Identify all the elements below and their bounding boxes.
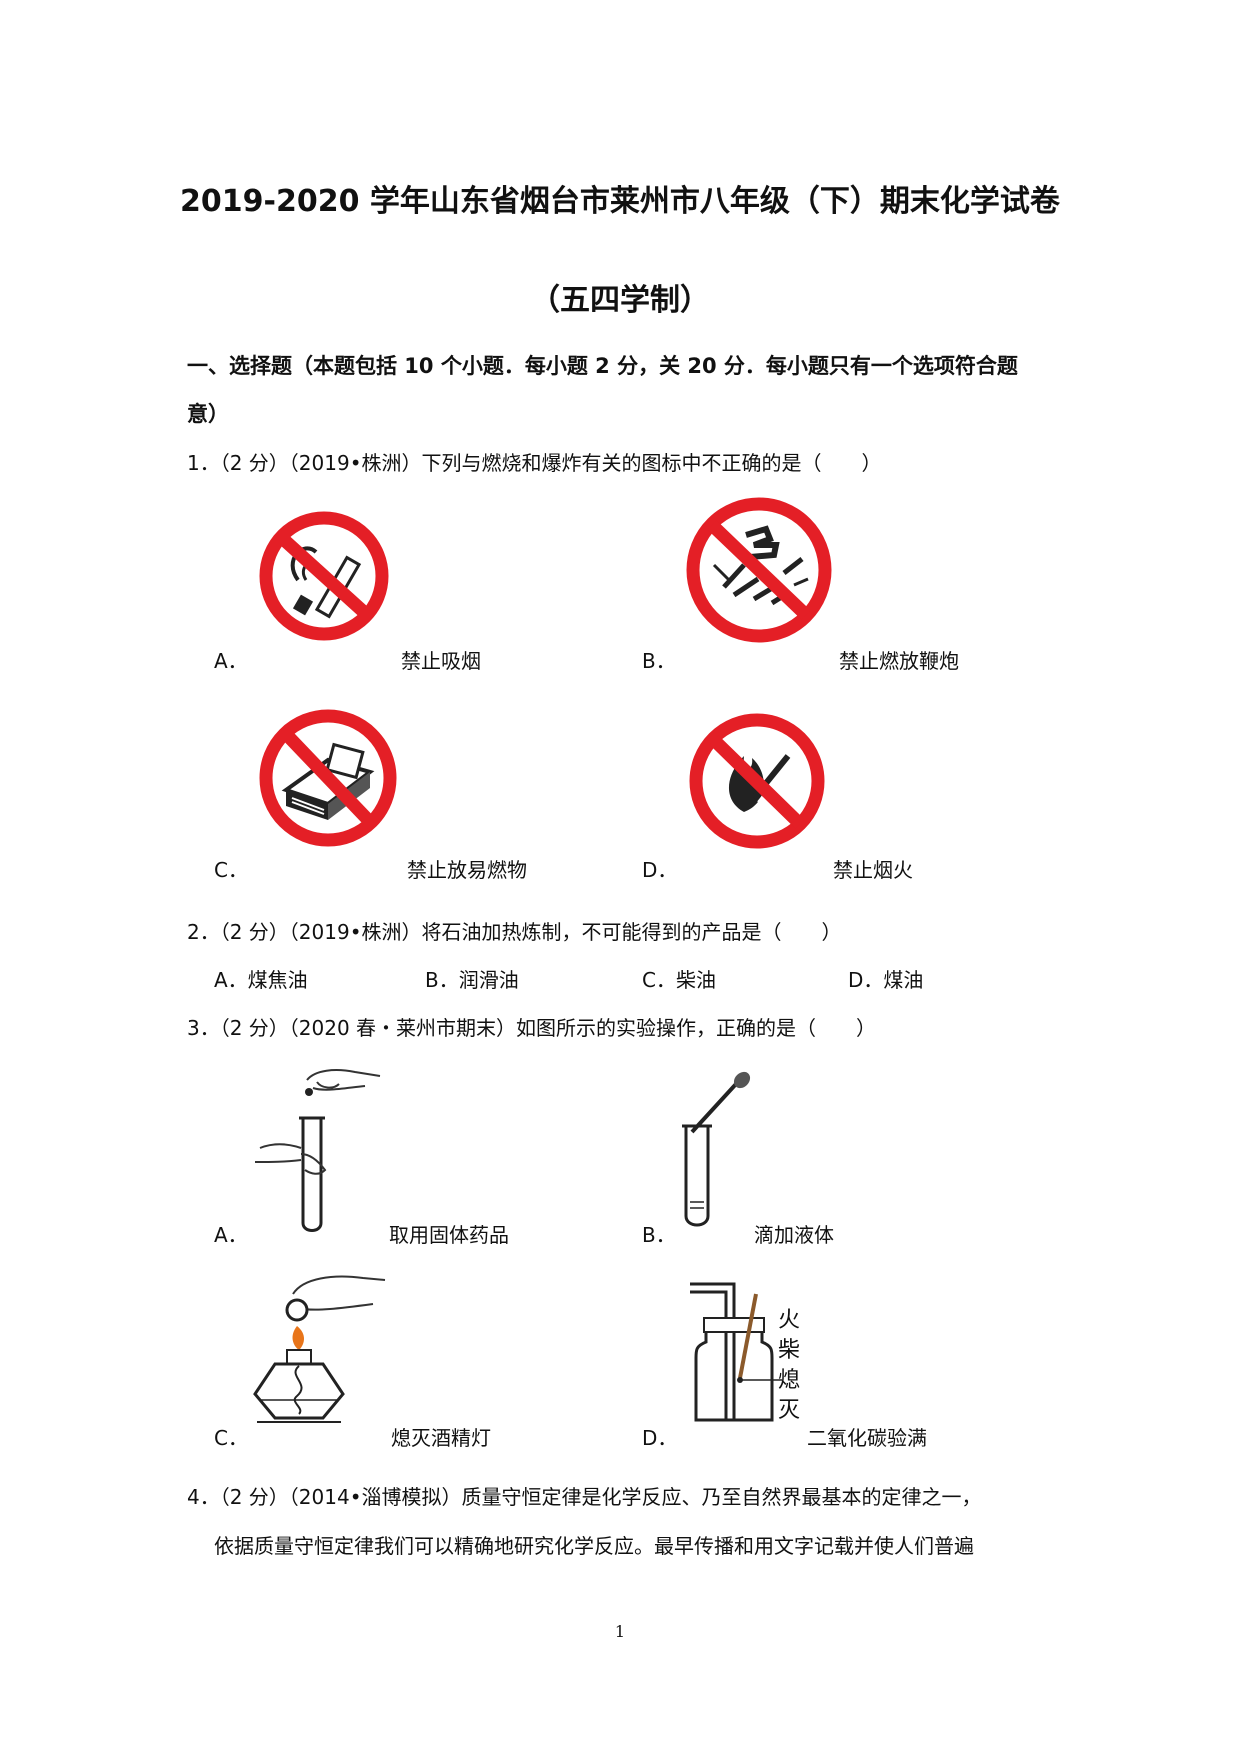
section-heading-cont: 意） [187, 402, 229, 426]
q1-option-d-caption: 禁止烟火 [833, 858, 913, 882]
question-3-stem: 3．（2 分）（2020 春・莱州市期末）如图所示的实验操作，正确的是（ ） [187, 1016, 877, 1040]
q3-option-a-caption: 取用固体药品 [389, 1223, 509, 1247]
question-1-stem: 1．（2 分）（2019•株洲）下列与燃烧和爆炸有关的图标中不正确的是（ ） [187, 451, 882, 475]
q3-option-b-letter[interactable]: B． [642, 1223, 676, 1247]
q1-option-a-letter[interactable]: A． [214, 649, 248, 673]
q1-option-d-letter[interactable]: D． [642, 858, 678, 882]
q1-option-b-caption: 禁止燃放鞭炮 [839, 649, 959, 673]
match-out-label-3: 熄 [777, 1368, 800, 1393]
q2-option-a[interactable]: A．煤焦油 [214, 968, 308, 992]
match-out-label-1: 火 [777, 1308, 800, 1333]
q2-option-d[interactable]: D．煤油 [848, 968, 924, 992]
no-firecrackers-icon [686, 497, 832, 643]
q3-option-c-caption: 熄灭酒精灯 [391, 1426, 491, 1450]
q1-option-a-caption: 禁止吸烟 [401, 649, 481, 673]
section-heading: 一、选择题（本题包括 10 个小题．每小题 2 分，关 20 分．每小题只有一个… [187, 354, 1018, 378]
match-out-label-2: 柴 [777, 1338, 800, 1363]
gas-bottle-icon [690, 1282, 782, 1422]
q3-option-a-letter[interactable]: A． [214, 1223, 248, 1247]
q1-option-c-caption: 禁止放易燃物 [407, 858, 527, 882]
page-subtitle: （五四学制） [530, 283, 710, 318]
q2-option-c[interactable]: C．柴油 [642, 968, 716, 992]
page-number: 1 [614, 1622, 626, 1641]
q1-option-b-letter[interactable]: B． [642, 649, 676, 673]
question-4-stem: 4．（2 分）（2014•淄博模拟）质量守恒定律是化学反应、乃至自然界最基本的定… [187, 1485, 982, 1509]
page-title: 2019-2020 学年山东省烟台市莱州市八年级（下）期末化学试卷 [180, 184, 1060, 219]
q3-option-d-caption: 二氧化碳验满 [807, 1426, 927, 1450]
q3-option-b-caption: 滴加液体 [754, 1223, 834, 1247]
alcohol-lamp-icon [253, 1275, 386, 1423]
q3-option-c-letter[interactable]: C． [214, 1426, 248, 1450]
match-out-label-4: 灭 [777, 1398, 800, 1423]
question-2-stem: 2．（2 分）（2019•株洲）将石油加热炼制，不可能得到的产品是（ ） [187, 920, 842, 944]
no-smoking-icon [259, 511, 389, 641]
test-tube-solid-icon [254, 1069, 381, 1232]
dropper-icon [682, 1071, 751, 1227]
q2-option-b[interactable]: B．润滑油 [425, 968, 519, 992]
q1-option-c-letter[interactable]: C． [214, 858, 248, 882]
q3-option-d-letter[interactable]: D． [642, 1426, 678, 1450]
no-open-flame-icon [689, 713, 825, 849]
question-4-stem-cont: 依据质量守恒定律我们可以精确地研究化学反应。最早传播和用文字记载并使人们普遍 [214, 1534, 974, 1558]
no-flammables-icon [259, 709, 397, 847]
